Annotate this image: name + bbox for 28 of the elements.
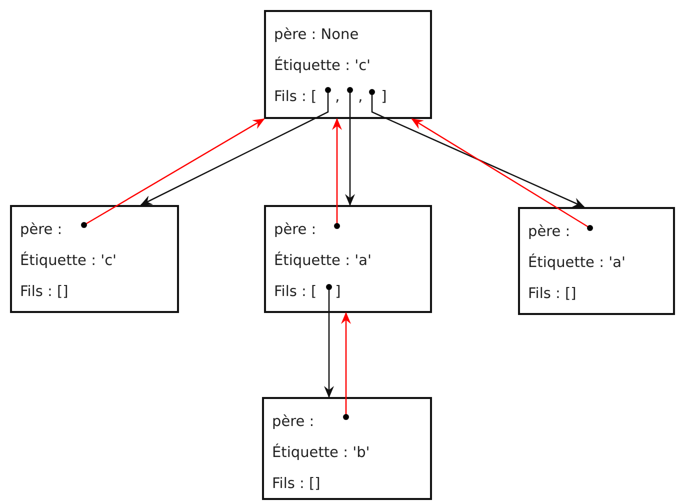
field-text: Fils : [] (20, 283, 68, 301)
field-text: Étiquette : 'c' (20, 252, 117, 270)
field-text: Fils : [ ] (274, 283, 341, 301)
field-text: Fils : [ , , ] (274, 88, 387, 106)
field-text: père : (274, 221, 316, 239)
field-text: Étiquette : 'a' (274, 252, 372, 270)
field-text: Étiquette : 'c' (274, 57, 371, 75)
field-text: Fils : [] (272, 475, 320, 493)
pointer-arrow (140, 87, 331, 206)
pointer-arrow (411, 118, 593, 231)
field-text: Étiquette : 'a' (528, 254, 626, 272)
node-box (262, 397, 432, 500)
pointer-arrow (324, 284, 334, 398)
field-text: Fils : [] (528, 285, 576, 303)
field-text: père : (20, 221, 62, 239)
field-text: père : (528, 223, 570, 241)
node-box (518, 207, 675, 315)
pointer-arrow (369, 89, 585, 208)
node-box (10, 205, 179, 313)
pointer-arrow (341, 312, 351, 420)
pointer-arrow (345, 87, 355, 206)
field-text: père : (272, 413, 314, 431)
field-text: père : None (274, 26, 359, 44)
node-box (264, 10, 432, 119)
node-box (264, 205, 432, 313)
pointer-arrow (332, 118, 342, 229)
field-text: Étiquette : 'b' (272, 444, 370, 462)
pointer-arrow (81, 118, 265, 228)
